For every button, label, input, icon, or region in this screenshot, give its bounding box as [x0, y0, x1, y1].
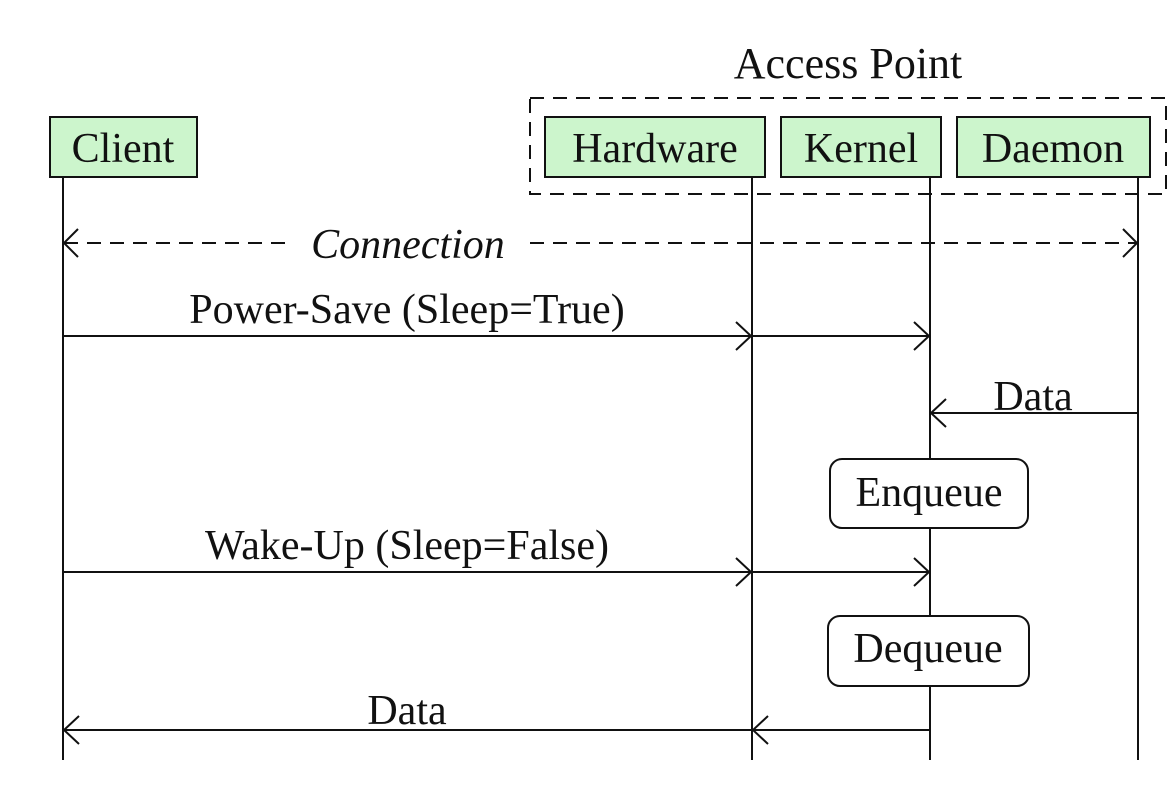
- connection-arrowhead-left: [62, 228, 79, 258]
- participant-box-kernel: [780, 116, 942, 178]
- power-save-arrowhead-hardware: [735, 321, 753, 351]
- wake-up-arrowhead-kernel: [913, 557, 931, 587]
- connection-arrowhead-right: [1122, 228, 1139, 258]
- wake-up-label: Wake-Up (Sleep=False): [205, 523, 609, 569]
- power-save-label: Power-Save (Sleep=True): [189, 287, 624, 333]
- connection-label: Connection: [311, 222, 505, 268]
- message-wake-up: Wake-Up (Sleep=False): [63, 523, 931, 587]
- participant-box-client: [49, 116, 198, 178]
- enqueue-label: Enqueue: [856, 470, 1003, 516]
- participant-label-hardware: Hardware: [572, 126, 738, 172]
- message-data-in: Data: [929, 374, 1138, 428]
- action-dequeue: Dequeue: [827, 615, 1030, 687]
- dequeue-box: [827, 615, 1030, 687]
- data-out-label: Data: [367, 688, 447, 734]
- participant-kernel: Kernel: [780, 116, 942, 178]
- message-data-out: Data: [62, 688, 930, 745]
- data-out-arrowhead-hardware: [751, 715, 769, 745]
- data-out-arrowhead-client: [62, 715, 80, 745]
- enqueue-box: [829, 458, 1029, 529]
- participant-box-hardware: [544, 116, 766, 178]
- access-point-dashed-border: [529, 97, 1167, 195]
- participant-box-daemon: [956, 116, 1151, 178]
- participant-client: Client: [49, 116, 198, 178]
- dequeue-label: Dequeue: [853, 626, 1002, 672]
- participant-hardware: Hardware: [544, 116, 766, 178]
- participant-label-kernel: Kernel: [804, 126, 918, 172]
- participant-label-daemon: Daemon: [982, 126, 1124, 172]
- action-enqueue: Enqueue: [829, 458, 1029, 529]
- access-point-group: Access Point: [529, 39, 1167, 195]
- wake-up-arrowhead-hardware: [735, 557, 753, 587]
- message-connection: Connection: [62, 222, 1139, 268]
- power-save-arrowhead-kernel: [913, 321, 931, 351]
- data-in-arrowhead: [929, 398, 947, 428]
- message-power-save: Power-Save (Sleep=True): [63, 287, 931, 351]
- access-point-label: Access Point: [734, 39, 963, 88]
- participant-daemon: Daemon: [956, 116, 1151, 178]
- participant-label-client: Client: [72, 126, 175, 172]
